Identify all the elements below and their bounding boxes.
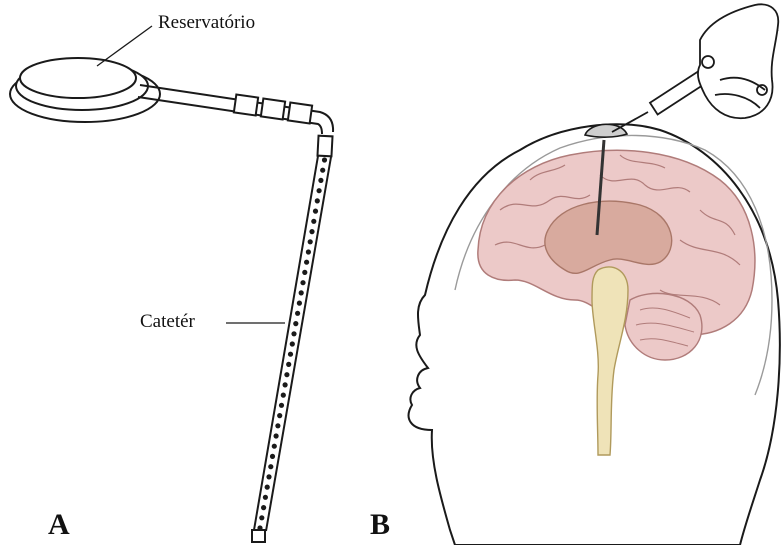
catheter-hole <box>293 321 298 326</box>
catheter-tube <box>252 156 331 542</box>
catheter-hole <box>290 341 295 346</box>
catheter-hole <box>315 198 320 203</box>
catheter-hole <box>291 331 296 336</box>
catheter-hole <box>313 209 318 214</box>
syringe-hand-illustration <box>612 4 778 132</box>
connector-tube <box>138 85 333 156</box>
catheter-hole <box>275 423 280 428</box>
catheter-hole <box>281 393 286 398</box>
reservoir-label: Reservatório <box>158 12 255 34</box>
catheter-hole <box>297 301 302 306</box>
catheter-hole <box>272 444 277 449</box>
catheter-hole <box>265 485 270 490</box>
device-illustration <box>10 58 333 542</box>
catheter-hole <box>263 495 268 500</box>
catheter-hole <box>286 362 291 367</box>
panel-letter-a: A <box>48 508 70 542</box>
catheter-hole <box>279 403 284 408</box>
catheter-hole <box>261 505 266 510</box>
catheter-hole <box>299 290 304 295</box>
catheter-hole <box>295 311 300 316</box>
catheter-hole <box>317 188 322 193</box>
catheter-hole <box>304 260 309 265</box>
catheter-hole <box>302 270 307 275</box>
hand <box>698 4 778 118</box>
catheter-hole <box>284 372 289 377</box>
catheter-hole <box>270 454 275 459</box>
catheter-hole <box>259 515 264 520</box>
catheter-hole <box>288 352 293 357</box>
catheter-hole <box>311 219 316 224</box>
catheter-label: Catetér <box>140 311 195 333</box>
catheter-hole <box>306 249 311 254</box>
head-illustration <box>409 124 780 545</box>
catheter-hole <box>277 413 282 418</box>
catheter-hole <box>274 433 279 438</box>
reservoir-leader-line <box>97 26 152 66</box>
catheter-hole <box>283 382 288 387</box>
reservoir-shape <box>10 58 160 122</box>
catheter-hole <box>320 168 325 173</box>
catheter-hole <box>309 229 314 234</box>
catheter-hole <box>300 280 305 285</box>
catheter-hole <box>266 474 271 479</box>
catheter-holes <box>257 157 327 530</box>
catheter-hole <box>318 178 323 183</box>
panel-letter-b: B <box>370 508 390 542</box>
catheter-hole <box>268 464 273 469</box>
catheter-hole <box>308 239 313 244</box>
catheter-hole <box>322 157 327 162</box>
catheter-hole <box>257 525 262 530</box>
